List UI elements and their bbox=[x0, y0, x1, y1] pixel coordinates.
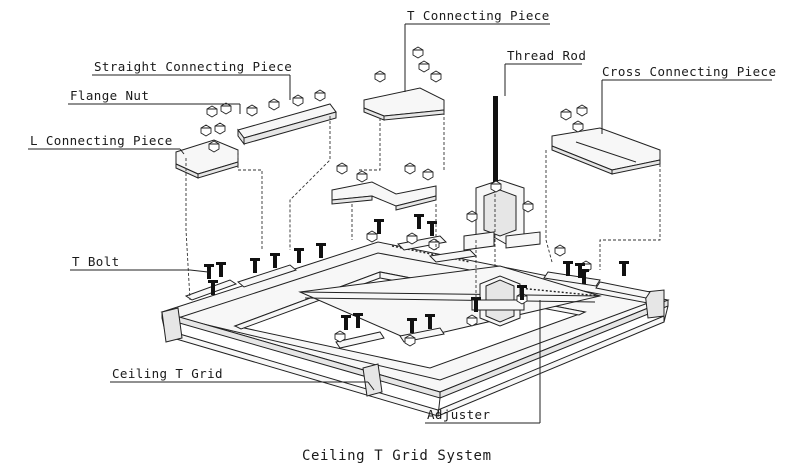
label-adjuster: Adjuster bbox=[427, 407, 490, 422]
t-connecting-piece-part bbox=[363, 87, 445, 121]
label-l-connecting-piece: L Connecting Piece bbox=[30, 133, 173, 148]
flange-nut-icon bbox=[572, 120, 584, 133]
flange-nut-icon bbox=[490, 180, 502, 193]
flange-nut-icon bbox=[314, 89, 326, 102]
flange-nut-icon bbox=[208, 140, 220, 153]
label-t-connecting-piece: T Connecting Piece bbox=[407, 8, 550, 23]
flange-nut-icon bbox=[214, 122, 226, 135]
flange-nut-icon bbox=[466, 314, 478, 327]
flange-nut-icon bbox=[428, 238, 440, 251]
hanger-bracket-part bbox=[463, 179, 541, 251]
l-connecting-piece-part bbox=[175, 139, 239, 179]
flange-nut-icon bbox=[200, 124, 212, 137]
t-bolts bbox=[204, 214, 629, 333]
label-t-bolt: T Bolt bbox=[72, 254, 120, 269]
flange-nut-icon bbox=[292, 94, 304, 107]
straight-connecting-piece-part bbox=[237, 103, 337, 146]
cross-connecting-piece-part bbox=[551, 127, 661, 175]
flange-nut-icon bbox=[356, 170, 368, 183]
flange-nut-icon bbox=[404, 162, 416, 175]
flange-nut-icon bbox=[522, 200, 534, 213]
flange-nut-icon bbox=[412, 46, 424, 59]
flange-nut-icon bbox=[374, 70, 386, 83]
flange-nut-icon bbox=[466, 210, 478, 223]
flange-nut-icon bbox=[422, 168, 434, 181]
flange-nut-icon bbox=[220, 102, 232, 115]
label-cross-connecting-piece: Cross Connecting Piece bbox=[602, 64, 776, 79]
flange-nut-icon bbox=[560, 108, 572, 121]
ceiling-t-grid-frame bbox=[160, 235, 670, 417]
middle-l-piece-part bbox=[331, 181, 437, 211]
label-ceiling-t-grid: Ceiling T Grid bbox=[112, 366, 223, 381]
flange-nut-icon bbox=[404, 334, 416, 347]
flange-nut-icon bbox=[430, 70, 442, 83]
flange-nut-icon bbox=[206, 105, 218, 118]
leader-lines bbox=[28, 23, 772, 424]
adjuster bbox=[471, 275, 525, 327]
thread-rod-part bbox=[493, 96, 498, 268]
flange-nut-icon bbox=[366, 230, 378, 243]
diagram-caption: Ceiling T Grid System bbox=[302, 448, 492, 464]
assembly-guide-lines bbox=[185, 112, 661, 301]
flange-nut-icon bbox=[406, 232, 418, 245]
label-flange-nut: Flange Nut bbox=[70, 88, 149, 103]
flange-nut-icon bbox=[246, 104, 258, 117]
flange-nut-icon bbox=[418, 60, 430, 73]
flange-nut-icon bbox=[576, 104, 588, 117]
flange-nut-icon bbox=[334, 330, 346, 343]
label-thread-rod: Thread Rod bbox=[507, 48, 586, 63]
flange-nuts bbox=[200, 46, 592, 347]
label-straight-connecting-piece: Straight Connecting Piece bbox=[94, 59, 292, 74]
flange-nut-icon bbox=[336, 162, 348, 175]
flange-nut-icon bbox=[554, 244, 566, 257]
flange-nut-icon bbox=[268, 98, 280, 111]
